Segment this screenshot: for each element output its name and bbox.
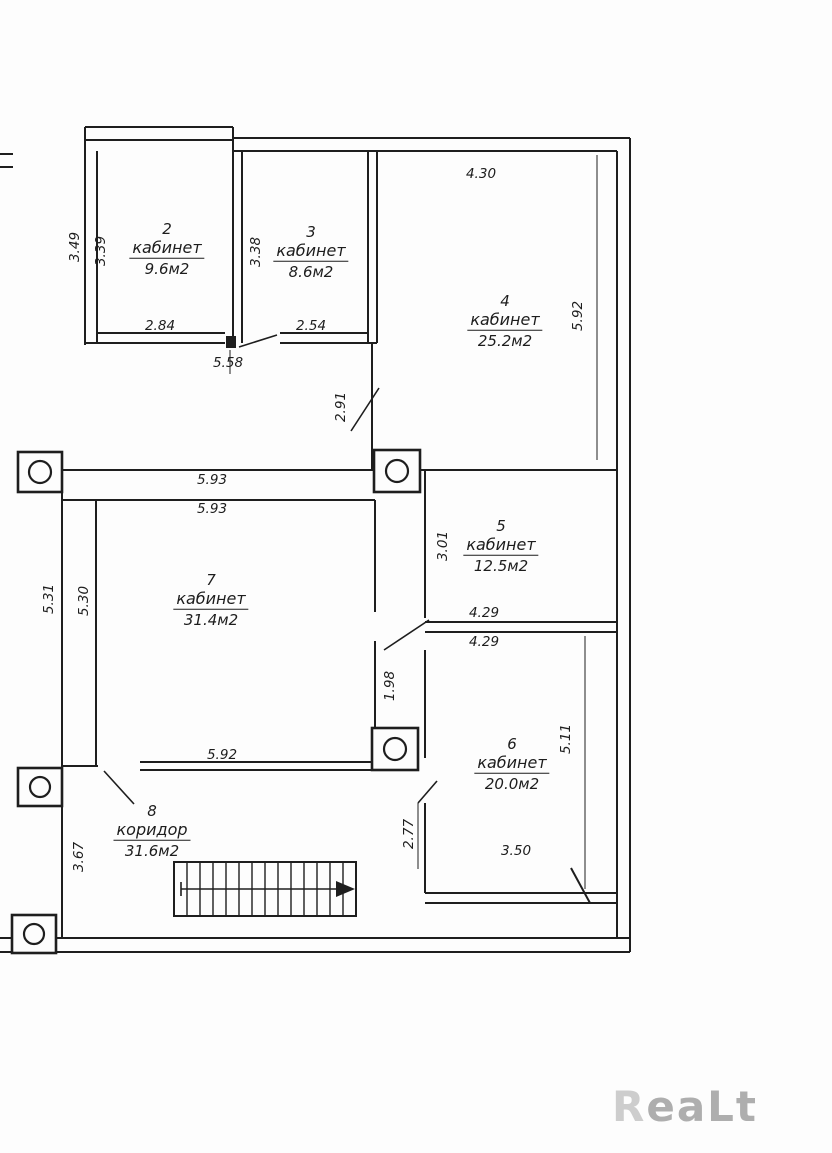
- column-icon: [16, 450, 64, 494]
- room-label-6: 6 кабинет 20.0м2: [474, 734, 550, 795]
- watermark-rest: eaLt: [646, 1082, 759, 1131]
- room-label-4: 4 кабинет 25.2м2: [467, 291, 543, 352]
- room-label-2: 2 кабинет 9.6м2: [129, 219, 205, 280]
- dim-r7-left-inner: 5.30: [76, 585, 92, 617]
- room-number: 8: [147, 801, 157, 820]
- room-label-8: 8 коридор 31.6м2: [113, 801, 191, 862]
- room-number: 7: [206, 570, 216, 589]
- room-number: 5: [496, 516, 506, 535]
- column-symbols: [10, 448, 422, 955]
- room-area: 25.2м2: [477, 332, 533, 350]
- dim-r2-bottom: 2.84: [144, 318, 176, 334]
- door-post-icon: [226, 336, 236, 348]
- column-icon: [10, 913, 58, 955]
- door-symbols: [103, 334, 438, 805]
- dim-r4-right: 5.92: [570, 300, 586, 332]
- dim-r4-top: 4.30: [465, 166, 497, 182]
- column-icon: [372, 448, 422, 494]
- dim-r2-left-outer: 3.49: [67, 231, 83, 263]
- room-name: коридор: [113, 820, 191, 841]
- watermark-first-letter: R: [612, 1082, 647, 1131]
- dim-r8-left: 3.67: [71, 841, 87, 873]
- room-number: 4: [500, 291, 510, 310]
- dim-r7-left-outer: 5.31: [41, 583, 57, 615]
- room-name: кабинет: [463, 535, 539, 556]
- room-name: кабинет: [129, 238, 205, 259]
- dim-mid-upper: 5.93: [196, 472, 228, 488]
- column-icon: [370, 726, 420, 772]
- dim-r6-left: 2.77: [401, 818, 417, 850]
- dim-r6-bottom: 3.50: [500, 843, 532, 859]
- dim-r2-left-inner: 3.39: [93, 235, 109, 267]
- stair-direction-arrow: [180, 881, 355, 897]
- room-area: 31.6м2: [124, 842, 180, 860]
- room-area: 9.6м2: [144, 260, 190, 278]
- room-area: 8.6м2: [288, 263, 334, 281]
- room-name: кабинет: [273, 241, 349, 262]
- room-label-7: 7 кабинет 31.4м2: [173, 570, 249, 631]
- dim-r6-right: 5.11: [558, 723, 574, 755]
- room-label-5: 5 кабинет 12.5м2: [463, 516, 539, 577]
- dimension-lines: [229, 155, 598, 889]
- dim-r3-left: 3.38: [248, 236, 264, 268]
- outer-walls: [0, 126, 631, 953]
- room-name: кабинет: [474, 753, 550, 774]
- column-icon: [16, 766, 64, 808]
- room-number: 3: [306, 222, 316, 241]
- room-area: 12.5м2: [473, 557, 529, 575]
- room-area: 20.0м2: [484, 775, 540, 793]
- dim-r5-bottom-b: 4.29: [468, 634, 500, 650]
- dim-r7-bottom: 5.92: [206, 747, 238, 763]
- dim-r23-total: 5.58: [212, 355, 244, 371]
- dim-r5-left: 3.01: [435, 530, 451, 562]
- room-area: 31.4м2: [183, 611, 239, 629]
- room-name: кабинет: [173, 589, 249, 610]
- dim-r7-wall: 1.98: [382, 670, 398, 702]
- room-name: кабинет: [467, 310, 543, 331]
- dim-mid-lower: 5.93: [196, 501, 228, 517]
- realt-watermark: ReaLt: [612, 1082, 758, 1131]
- room-number: 2: [162, 219, 172, 238]
- partition-walls: [61, 139, 617, 938]
- staircase: [173, 861, 357, 917]
- dim-passage-291: 2.91: [333, 391, 349, 423]
- dim-r3-bottom: 2.54: [295, 318, 327, 334]
- room-number: 6: [507, 734, 517, 753]
- dim-r5-bottom-a: 4.29: [468, 605, 500, 621]
- room-label-3: 3 кабинет 8.6м2: [273, 222, 349, 283]
